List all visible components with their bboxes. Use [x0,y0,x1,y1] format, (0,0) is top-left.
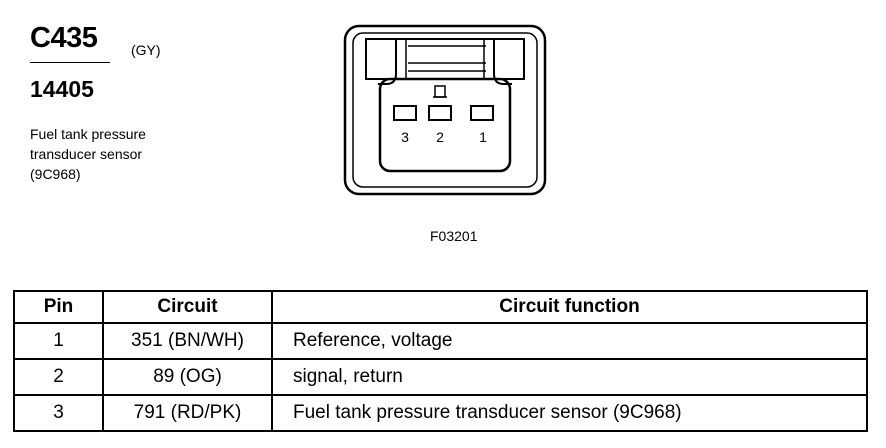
connector-latch-outer [365,38,525,80]
cell-function: Fuel tank pressure transducer sensor (9C… [271,394,868,432]
description-line-3: (9C968) [30,166,81,182]
terminal-1 [470,105,494,121]
latch-arm-left [378,39,397,85]
pin-label-2: 2 [436,129,444,145]
latch-arm-right [493,39,512,85]
table-row: 2 89 (OG) signal, return [13,358,868,396]
description-line-1: Fuel tank pressure [30,126,146,142]
connector-inner-housing [352,32,538,188]
title-divider [30,62,110,63]
figure-reference: F03201 [430,228,478,244]
cell-pin: 3 [13,394,104,432]
cell-pin: 1 [13,322,104,360]
cell-function: signal, return [271,358,868,396]
table-row: 3 791 (RD/PK) Fuel tank pressure transdu… [13,394,868,432]
header-circuit-function: Circuit function [271,290,868,324]
key-notch [434,85,446,98]
terminal-2 [428,105,452,121]
connector-outer-housing [343,24,547,196]
pin-label-3: 3 [401,129,409,145]
connector-id: C435 [30,22,98,54]
header-pin: Pin [13,290,104,324]
component-description: Fuel tank pressure transducer sensor (9C… [30,124,146,184]
cell-pin: 2 [13,358,104,396]
part-number: 14405 [30,76,94,102]
cell-circuit: 89 (OG) [102,358,273,396]
table-header-row: Pin Circuit Circuit function [13,290,868,324]
pin-label-1: 1 [479,129,487,145]
table-row: 1 351 (BN/WH) Reference, voltage [13,322,868,360]
terminal-3 [393,105,417,121]
pin-table: Pin Circuit Circuit function 1 351 (BN/W… [13,290,868,432]
terminal-cavity-block [378,77,512,173]
cell-circuit: 351 (BN/WH) [102,322,273,360]
description-line-2: transducer sensor [30,146,143,162]
cell-function: Reference, voltage [271,322,868,360]
cell-circuit: 791 (RD/PK) [102,394,273,432]
header-circuit: Circuit [102,290,273,324]
connector-color-code: (GY) [131,42,161,58]
connector-face-diagram: 3 2 1 [343,24,547,196]
